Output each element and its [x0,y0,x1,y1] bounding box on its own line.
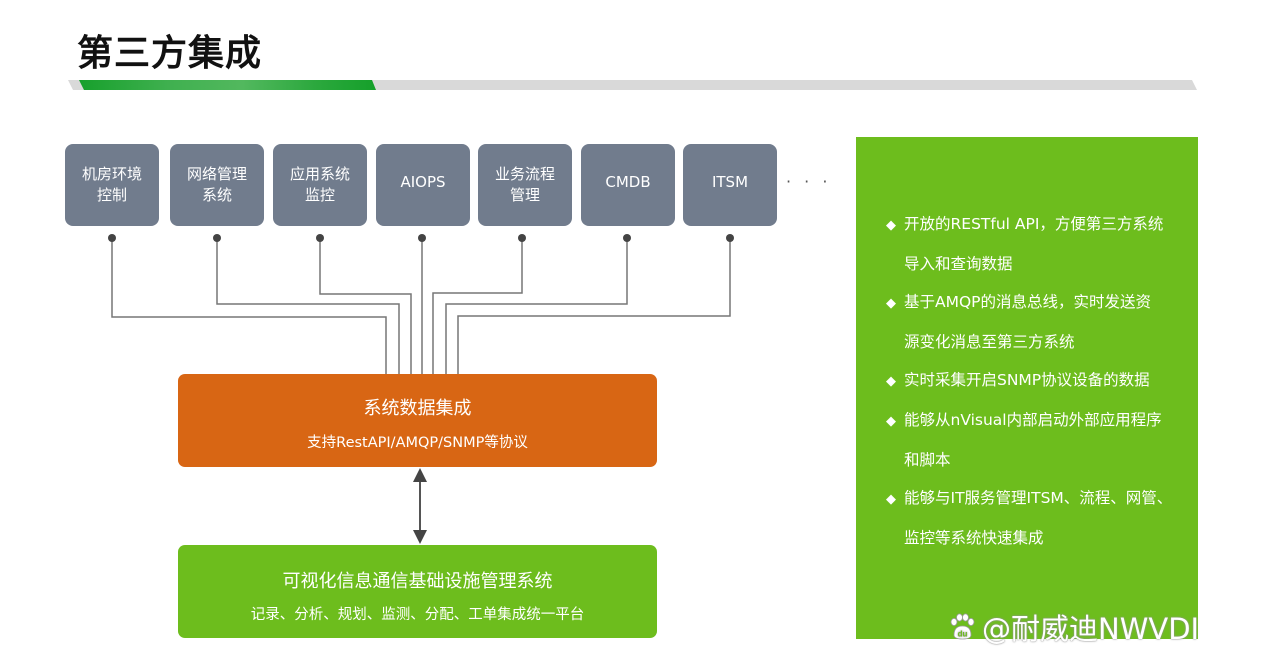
feature-text: 能够从nVisual内部启动外部应用程序 [904,411,1162,429]
feature-list: ◆ 开放的RESTful API，方便第三方系统 导入和查询数据 ◆ 基于AMQP的… [886,205,1188,557]
platform-subtitle: 记录、分析、规划、监测、分配、工单集成统一平台 [250,607,585,623]
system-label: 管理 [509,186,540,204]
platform-title: 可视化信息通信基础设施管理系统 [282,571,553,592]
baidu-paw-icon: du [950,613,975,640]
system-box-itsm: ITSM [683,144,777,226]
diamond-bullet-icon: ◆ [886,296,896,311]
system-label: AIOPS [400,172,446,191]
system-box-room-environment: 机房环境控制 [65,144,159,226]
page-title: 第三方集成 [77,33,263,74]
system-label: 业务流程 [494,165,555,183]
svg-text:du: du [958,630,968,639]
hub-title: 系统数据集成 [363,398,472,419]
system-label: ITSM [711,172,749,191]
feature-item: ◆ 基于AMQP的消息总线，实时发送资 源变化消息至第三方系统 [886,283,1188,361]
system-box-cmdb: CMDB [581,144,675,226]
system-box-network-management: 网络管理系统 [170,144,264,226]
system-label: CMDB [605,172,651,191]
feature-text: 实时采集开启SNMP协议设备的数据 [904,371,1150,389]
connector-line [216,238,400,374]
system-label: 机房环境 [81,165,142,183]
connector-line [319,238,412,374]
system-data-integration-box: 系统数据集成 支持RestAPI/AMQP/SNMP等协议 [178,374,657,467]
connector-dot [213,234,221,242]
feature-item: ◆ 实时采集开启SNMP协议设备的数据 [886,361,1188,401]
system-box-business-process: 业务流程管理 [478,144,572,226]
connector-line [432,238,523,374]
connector-line [111,238,387,374]
system-box-app-monitoring: 应用系统监控 [273,144,367,226]
watermark-text: @耐威迪NWVDI [982,612,1200,646]
system-label: 控制 [96,186,127,204]
connector-dot [623,234,631,242]
connector-line [457,238,731,374]
more-systems-ellipsis: · · · [786,172,832,191]
title-underline-bar [68,80,1197,90]
system-label: 监控 [304,186,335,204]
diamond-bullet-icon: ◆ [886,414,896,429]
feature-panel: ◆ 开放的RESTful API，方便第三方系统 导入和查询数据 ◆ 基于AMQP的… [856,137,1198,639]
connector-dot [518,234,526,242]
connector-dot [726,234,734,242]
feature-text: 源变化消息至第三方系统 [904,333,1075,351]
feature-text: 监控等系统快速集成 [904,529,1044,547]
feature-text: 开放的RESTful API，方便第三方系统 [904,215,1164,233]
diamond-bullet-icon: ◆ [886,218,896,233]
connector-dot [418,234,426,242]
watermark: du @耐威迪NWVDI [948,606,1199,648]
system-label: 网络管理 [186,165,247,183]
infrastructure-platform-box: 可视化信息通信基础设施管理系统 记录、分析、规划、监测、分配、工单集成统一平台 [178,545,657,638]
feature-item: ◆ 能够与IT服务管理ITSM、流程、网管、 监控等系统快速集成 [886,479,1188,557]
feature-text: 和脚本 [904,451,951,469]
title-bar-green [79,80,376,90]
diamond-bullet-icon: ◆ [886,374,896,389]
system-label: 系统 [201,186,232,204]
system-box-aiops: AIOPS [376,144,470,226]
system-label: 应用系统 [289,165,350,183]
feature-text: 导入和查询数据 [904,255,1013,273]
feature-item: ◆ 能够从nVisual内部启动外部应用程序 和脚本 [886,401,1188,479]
connector-dot [108,234,116,242]
feature-item: ◆ 开放的RESTful API，方便第三方系统 导入和查询数据 [886,205,1188,283]
connector-dot [316,234,324,242]
feature-text: 能够与IT服务管理ITSM、流程、网管、 [904,489,1173,507]
hub-subtitle: 支持RestAPI/AMQP/SNMP等协议 [307,435,528,451]
connector-line [445,238,628,374]
bidirectional-arrow-icon [413,468,427,544]
feature-text: 基于AMQP的消息总线，实时发送资 [904,293,1152,311]
diamond-bullet-icon: ◆ [886,492,896,507]
